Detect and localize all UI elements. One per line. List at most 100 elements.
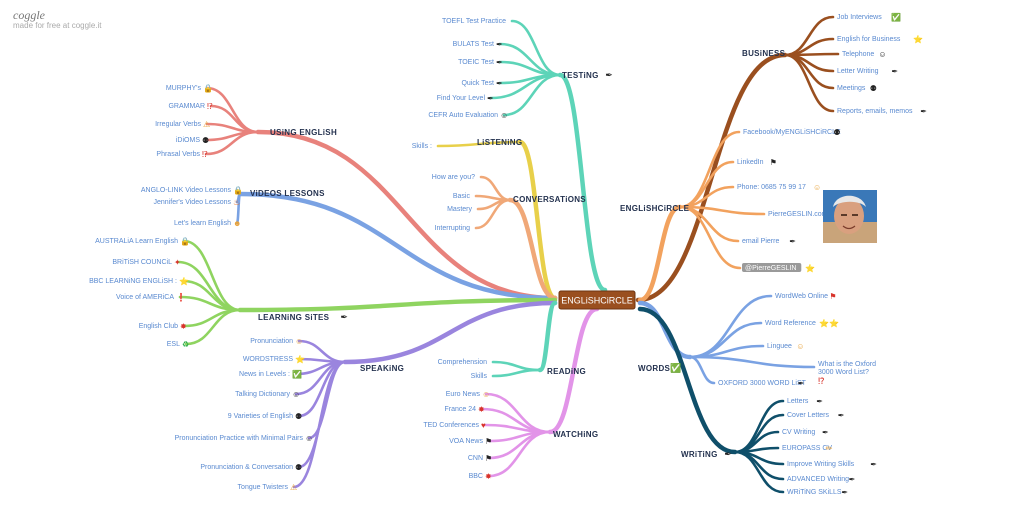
pen-icon: ✒ bbox=[605, 70, 613, 80]
leaf-using-1[interactable]: GRAMMAR bbox=[168, 103, 205, 110]
branch-label-words[interactable]: WORDS bbox=[638, 364, 671, 373]
warning-icon: ⚠ bbox=[290, 483, 297, 492]
leaf-listening-0[interactable]: Skills : bbox=[412, 143, 432, 150]
leaf-business-0[interactable]: Job Interviews bbox=[837, 14, 882, 21]
leaf-reading-0[interactable]: Comprehension bbox=[438, 359, 488, 366]
leaf-conversations-3[interactable]: Interrupting bbox=[435, 225, 471, 232]
leaf-writing-6[interactable]: WRiTiNG SKiLLS bbox=[787, 489, 842, 496]
branch-label-conversations[interactable]: CONVERSATiONS bbox=[513, 195, 586, 204]
leaf-learning-3[interactable]: Voice of AMERiCA bbox=[116, 294, 174, 301]
leaf-using-3[interactable]: iDiOMS bbox=[176, 137, 200, 144]
bang-icon: ⁉ bbox=[207, 102, 213, 111]
leaf-conversations-1[interactable]: Basic bbox=[453, 193, 471, 200]
leaf-using-2[interactable]: Irregular Verbs bbox=[155, 121, 201, 128]
leaf-speaking-5[interactable]: Pronunciation Practice with Minimal Pair… bbox=[175, 435, 304, 442]
leaf-englishcircle-1[interactable]: LinkedIn bbox=[737, 159, 764, 166]
leaf-using-4[interactable]: Phrasal Verbs bbox=[156, 151, 200, 158]
leaf-reading-1[interactable]: Skills bbox=[471, 373, 488, 380]
leaf-learning-2[interactable]: BBC LEARNiNG ENGLiSH : bbox=[89, 278, 177, 285]
check-icon: ✅ bbox=[891, 12, 901, 22]
leaf-testing-5[interactable]: CEFR Auto Evaluation bbox=[428, 112, 498, 119]
branch-label-speaking[interactable]: SPEAKiNG bbox=[360, 364, 404, 373]
branch-label-videos[interactable]: ViDEOS LESSONS bbox=[250, 189, 325, 198]
leaf-videos-1[interactable]: Jennifer's Video Lessons bbox=[154, 199, 232, 206]
leaf-learning-1[interactable]: BRiTiSH COUNCiL bbox=[112, 259, 172, 266]
branch-trunk-videos bbox=[237, 191, 558, 301]
leaf-speaking-0[interactable]: Pronunciation bbox=[250, 338, 293, 345]
branch-label-using[interactable]: USiNG ENGLiSH bbox=[270, 128, 337, 137]
leaf-testing-3[interactable]: Quick Test bbox=[461, 80, 494, 87]
leaf-words-2[interactable]: Linguee bbox=[767, 343, 792, 350]
leaf-watching-4[interactable]: CNN bbox=[468, 455, 483, 462]
leaf-conversations-2[interactable]: Mastery bbox=[447, 206, 472, 213]
branch-label-englishcircle[interactable]: ENGLiSHCiRCLE bbox=[620, 204, 690, 213]
leaf-learning-5[interactable]: ESL bbox=[167, 341, 180, 348]
leaf-englishcircle-3[interactable]: PierreGESLIN.com bbox=[768, 211, 828, 218]
branch-label-testing[interactable]: TESTiNG bbox=[562, 71, 599, 80]
leaf-speaking-3[interactable]: Talking Dictionary bbox=[235, 391, 290, 398]
branch-label-watching[interactable]: WATCHiNG bbox=[553, 430, 598, 439]
leaf-englishcircle-0[interactable]: Facebook/MyENGLiSHCiRCLE bbox=[743, 129, 841, 136]
leaf-writing-3[interactable]: EUROPASS CV bbox=[782, 445, 832, 452]
branch-trunk-listening bbox=[517, 139, 558, 301]
lock-icon: 🔒 bbox=[233, 186, 243, 195]
leaf-speaking-2[interactable]: News in Levels : bbox=[239, 371, 290, 378]
leaf-link bbox=[205, 122, 260, 134]
branch-label-listening[interactable]: LiSTENiNG bbox=[477, 138, 522, 147]
branch-label-writing[interactable]: WRiTiNG bbox=[681, 450, 718, 459]
leaf-learning-4[interactable]: English Club bbox=[139, 323, 178, 330]
leaf-business-3[interactable]: Letter Writing bbox=[837, 68, 879, 75]
pen-icon: ✒ bbox=[822, 428, 829, 437]
person-icon: ☺ bbox=[878, 50, 886, 59]
leaf-watching-2[interactable]: TED Conferences bbox=[423, 422, 479, 429]
leaf-business-2[interactable]: Telephone bbox=[842, 51, 874, 58]
leaf-watching-0[interactable]: Euro News bbox=[446, 391, 481, 398]
leaf-writing-2[interactable]: CV Writing bbox=[782, 429, 815, 436]
leaf-link bbox=[436, 140, 522, 148]
bang-icon: ⁉ bbox=[818, 376, 825, 386]
leaf-link bbox=[688, 355, 716, 385]
leaf-watching-5[interactable]: BBC bbox=[469, 473, 483, 480]
leaf-englishcircle-4[interactable]: email Pierre bbox=[742, 238, 779, 245]
branch-label-reading[interactable]: READiNG bbox=[547, 367, 586, 376]
leaf-business-1[interactable]: English for Business bbox=[837, 36, 901, 43]
leaf-writing-0[interactable]: Letters bbox=[787, 398, 809, 405]
leaf-words-0[interactable]: WordWeb Online bbox=[775, 293, 828, 300]
leaf-writing-1[interactable]: Cover Letters bbox=[787, 412, 830, 419]
leaf-watching-1[interactable]: France 24 bbox=[444, 406, 476, 413]
leaf-speaking-4[interactable]: 9 Varieties of English bbox=[228, 413, 293, 420]
leaf-speaking-6[interactable]: Pronunciation & Conversation bbox=[200, 464, 293, 471]
stars-icon: ⭐⭐ bbox=[819, 318, 839, 328]
leaf-videos-2[interactable]: Let's learn English bbox=[174, 220, 231, 227]
leaf-link bbox=[491, 360, 542, 372]
leaf-writing-4[interactable]: Improve Writing Skills bbox=[787, 461, 855, 468]
leaf-testing-0[interactable]: TOEFL Test Practice bbox=[442, 18, 506, 25]
smiley-icon: ☺ bbox=[796, 342, 804, 351]
pen-icon: ✒ bbox=[841, 488, 848, 497]
branch-trunk-testing bbox=[557, 72, 608, 293]
leaf-business-4[interactable]: Meetings bbox=[837, 85, 866, 92]
center-node[interactable]: ENGLiSHCiRCLE bbox=[558, 290, 636, 310]
leaf-learning-0[interactable]: AUSTRALiA Learn English bbox=[95, 238, 178, 245]
leaf-writing-5[interactable]: ADVANCED Writing bbox=[787, 476, 849, 483]
leaf-link bbox=[733, 450, 785, 481]
leaf-conversations-0[interactable]: How are you? bbox=[432, 174, 475, 181]
leaf-speaking-7[interactable]: Tongue Twisters bbox=[238, 484, 289, 491]
leaf-testing-2[interactable]: TOEIC Test bbox=[458, 59, 494, 66]
leaf-words-1[interactable]: Word Reference bbox=[765, 320, 816, 327]
twitter-handle-badge bbox=[742, 263, 802, 272]
branch-label-business[interactable]: BUSiNESS bbox=[742, 49, 786, 58]
leaf-testing-1[interactable]: BULATS Test bbox=[453, 41, 494, 48]
leaf-testing-4[interactable]: Find Your Level bbox=[437, 95, 486, 102]
leaf-using-0[interactable]: MURPHY's bbox=[166, 85, 202, 92]
leaf-business-5[interactable]: Reports, emails, memos bbox=[837, 108, 913, 115]
leaf-words-4[interactable]: OXFORD 3000 WORD LiST bbox=[718, 380, 807, 387]
leaf-englishcircle-2[interactable]: Phone: 0685 75 99 17 bbox=[737, 184, 806, 191]
leaf-speaking-1[interactable]: WORDSTRESS bbox=[243, 356, 294, 363]
leaf-englishcircle-5[interactable]: @PierreGESLIN bbox=[745, 265, 796, 272]
branch-label-learning[interactable]: LEARNiNG SiTES bbox=[258, 313, 330, 322]
leaf-videos-0[interactable]: ANGLO-LINK Video Lessons bbox=[141, 187, 232, 194]
leaf-watching-3[interactable]: VOA News bbox=[449, 438, 483, 445]
excl-icon: ❗ bbox=[176, 292, 186, 302]
